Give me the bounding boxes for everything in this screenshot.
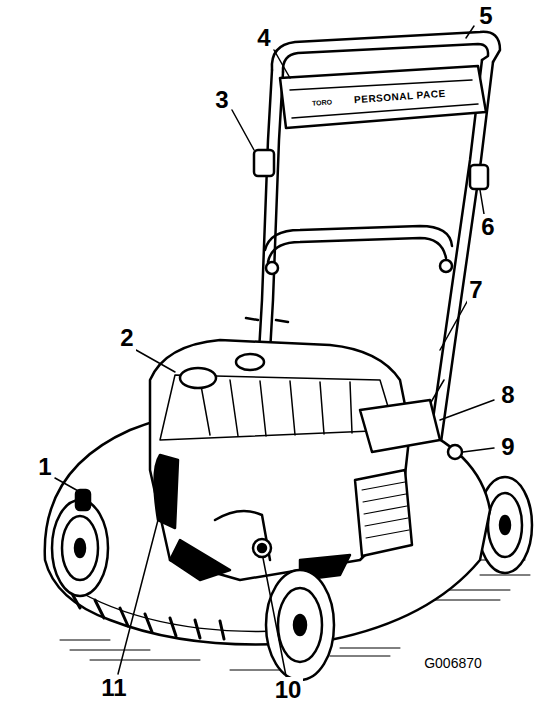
front-wheels (52, 490, 334, 680)
callout-number: 1 (36, 454, 53, 480)
callout-number: 2 (118, 325, 135, 351)
figure-code: G006870 (422, 655, 484, 671)
callout-number: 7 (467, 277, 484, 303)
engine (150, 340, 462, 580)
callout-number: 3 (213, 87, 230, 113)
callout-number: 4 (255, 25, 272, 51)
callout-number: 11 (99, 675, 128, 701)
callout-number: 5 (477, 3, 494, 29)
callout-number: 6 (479, 214, 496, 240)
leader-lines (55, 26, 494, 676)
callout-number: 8 (499, 382, 516, 408)
callout-number: 9 (499, 434, 516, 460)
brand-logo: TORO (312, 98, 333, 106)
callout-number: 10 (273, 677, 304, 703)
